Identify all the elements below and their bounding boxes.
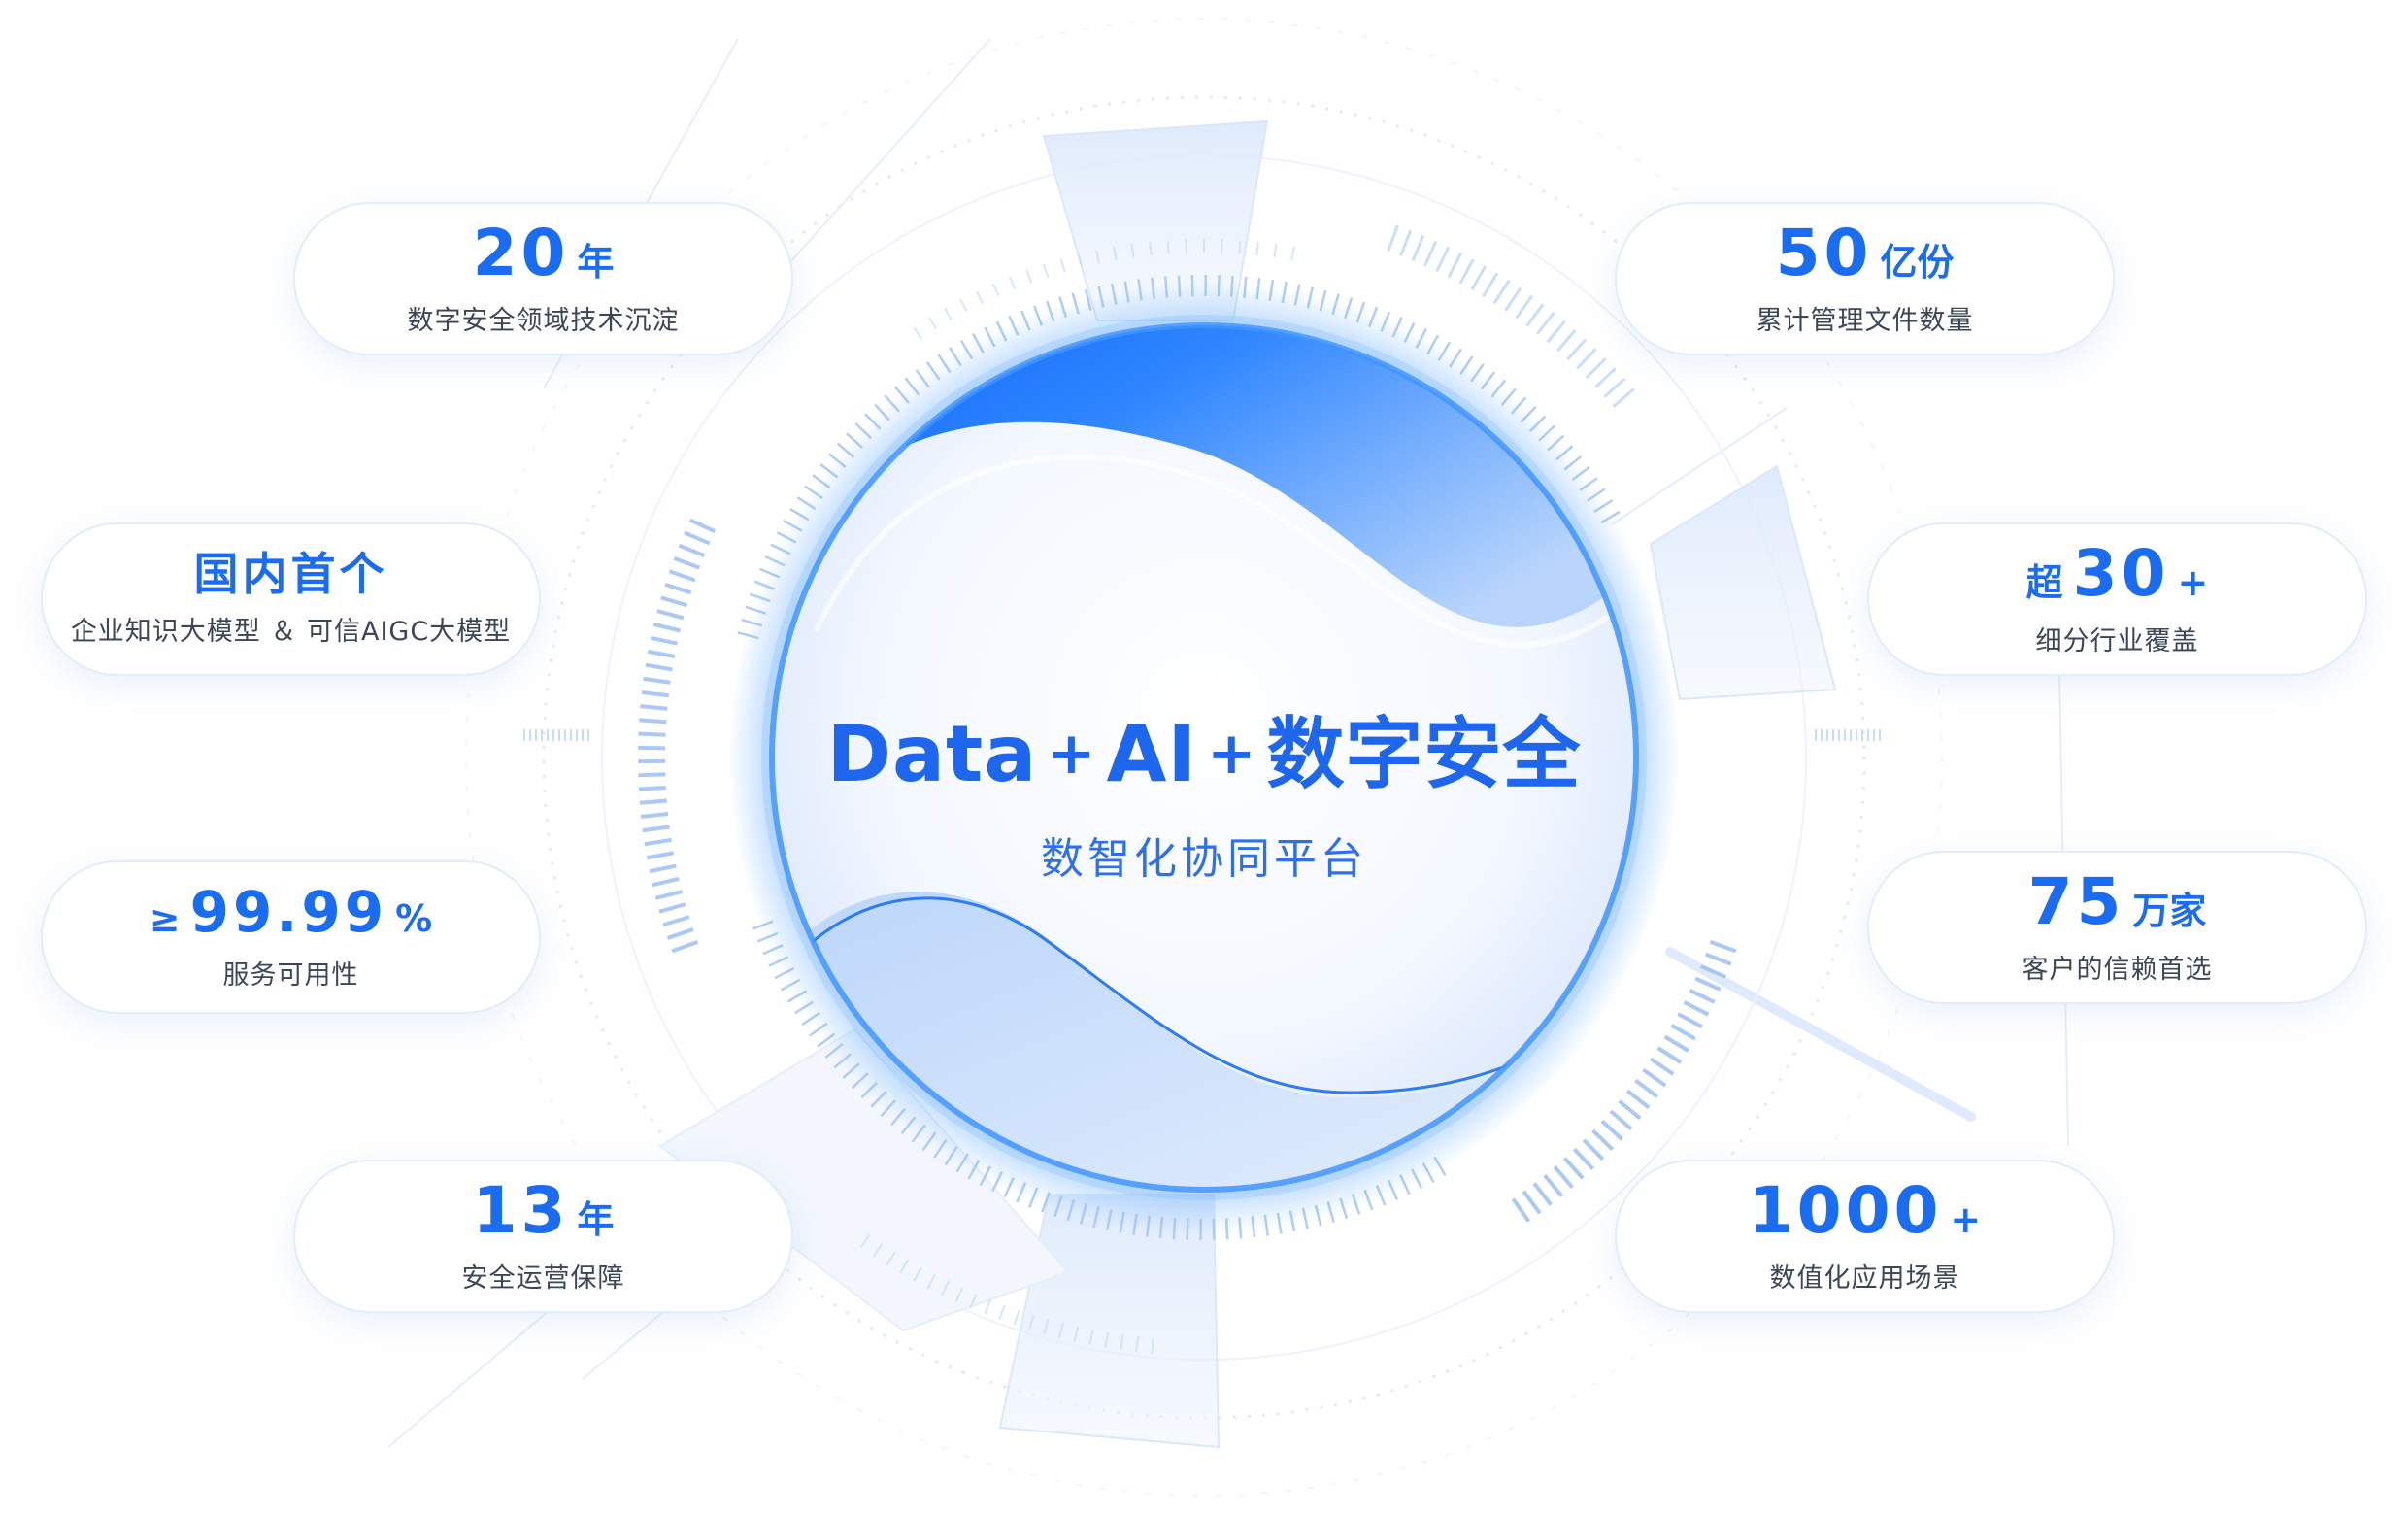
stat-unit: + (2177, 560, 2209, 604)
stat-number: 50 (1775, 215, 1873, 290)
stat-unit: + (1950, 1197, 1982, 1241)
stat-title: 国内首个 (193, 547, 388, 600)
stat-card-customers: 75 万家 客户的信赖首选 (1867, 851, 2367, 1004)
platform-title: Data+AI+数字安全 (0, 691, 2408, 804)
stat-number: 75 (2027, 863, 2125, 939)
stat-number: 30 (2072, 535, 2170, 611)
stat-unit: % (395, 896, 433, 940)
stat-number: 20 (472, 215, 570, 290)
plus-sign: + (1207, 720, 1257, 788)
stat-value: 1000 + (1748, 1172, 1982, 1248)
stat-card-years-13: 13 年 安全运营保障 (293, 1160, 793, 1313)
stat-number: 13 (472, 1172, 570, 1248)
title-data: Data (826, 709, 1038, 799)
stat-desc: 服务可用性 (222, 960, 359, 991)
title-digital-security: 数字安全 (1266, 709, 1582, 799)
stat-card-industries: 超 30 + 细分行业覆盖 (1867, 522, 2367, 676)
stat-number: 1000 (1748, 1172, 1943, 1248)
stat-unit: 万家 (2132, 889, 2207, 932)
stat-number: 99.99 (189, 878, 388, 945)
stat-card-files: 50 亿份 累计管理文件数量 (1615, 202, 2115, 355)
stat-unit: 年 (577, 240, 615, 284)
stat-card-first-domestic: 国内首个 企业知识大模型 ＆ 可信AIGC大模型 (41, 522, 541, 676)
plus-sign: + (1047, 720, 1097, 788)
stat-desc: 数值化应用场景 (1769, 1262, 1960, 1294)
stat-value: 75 万家 (2027, 863, 2207, 939)
stat-value: 超 30 + (2025, 535, 2209, 611)
stat-value: 13 年 (472, 1172, 615, 1248)
stat-desc: 客户的信赖首选 (2022, 954, 2213, 985)
platform-subtitle: 数智化协同平台 (1041, 834, 1367, 884)
stat-value: ≥ 99.99 % (150, 884, 432, 940)
stat-prefix: ≥ (149, 896, 181, 940)
stat-card-years-20: 20 年 数字安全领域技术沉淀 (293, 202, 793, 355)
stat-value: 国内首个 (194, 552, 388, 596)
stat-desc: 细分行业覆盖 (2035, 625, 2199, 656)
stat-desc: 累计管理文件数量 (1756, 305, 1974, 336)
stat-card-scenarios: 1000 + 数值化应用场景 (1615, 1160, 2115, 1313)
stat-unit: 亿份 (1880, 240, 1955, 284)
title-ai: AI (1106, 709, 1198, 799)
stat-desc: 企业知识大模型 ＆ 可信AIGC大模型 (70, 616, 512, 647)
stat-unit: 年 (577, 1197, 615, 1241)
stat-card-availability: ≥ 99.99 % 服务可用性 (41, 860, 541, 1014)
stat-desc: 安全运营保障 (461, 1262, 625, 1294)
stat-value: 50 亿份 (1775, 215, 1955, 290)
stat-desc: 数字安全领域技术沉淀 (407, 305, 680, 336)
stat-prefix: 超 (2025, 560, 2063, 604)
stat-value: 20 年 (472, 215, 615, 290)
